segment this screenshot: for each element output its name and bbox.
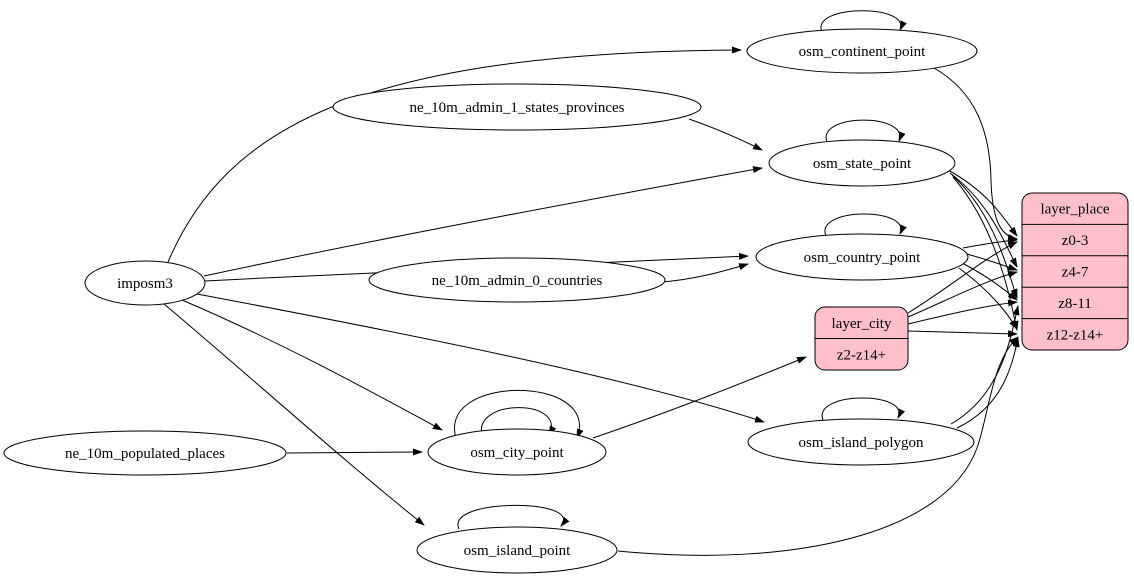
edge-layer_city-layer_place-z0-3 [907, 241, 1018, 314]
edge-osm_state_point-layer_place-z4-7 [949, 172, 1018, 268]
edge-osm_island_polygon-layer_place-z8-11 [950, 305, 1020, 425]
node-label: osm_island_point [464, 543, 572, 559]
edge-osm_city_point-osm_city_point [454, 389, 584, 442]
record-body [1021, 192, 1129, 351]
record-row-label: layer_city [832, 316, 892, 332]
node-layer: imposm3 ne_10m_admin_1_states_provincesne… [3, 28, 1129, 574]
record-row-label: z4-7 [1062, 265, 1089, 281]
node-label: ne_10m_populated_places [65, 446, 225, 462]
edge-imposm3-osm_island_point [163, 303, 425, 526]
edge-ne_10m_admin_0_countries-osm_country_point [662, 263, 749, 283]
edge-osm_state_point-layer_place-z12-z14+ [952, 176, 1019, 331]
table-ellipse [332, 83, 702, 131]
table-ellipse [84, 260, 206, 306]
edge-imposm3-osm_continent_point [167, 46, 742, 263]
node-label: ne_10m_admin_1_states_provinces [410, 100, 625, 116]
table-ellipse [416, 526, 618, 574]
node-osm_island_point: osm_island_point [416, 526, 618, 574]
edge-imposm3-osm_island_polygon [196, 293, 765, 423]
edge-layer_city-layer_place-z12-z14+ [907, 330, 1018, 338]
node-osm_city_point: osm_city_point [427, 428, 607, 476]
table-ellipse [746, 28, 978, 74]
edge-osm_island_point-osm_island_point [457, 504, 570, 530]
node-label: osm_state_point [813, 156, 912, 172]
edge-osm_state_point-layer_place-z0-3 [947, 169, 1018, 237]
record-row-label: z0-3 [1062, 233, 1089, 249]
edge-osm_island_polygon-osm_island_polygon [821, 397, 906, 421]
edge-osm_city_point-osm_city_point [480, 407, 557, 439]
edge-imposm3-osm_state_point [203, 166, 763, 277]
edge-osm_state_point-osm_state_point [825, 119, 906, 143]
edge-imposm3-osm_city_point [181, 299, 443, 431]
node-label: osm_city_point [470, 445, 564, 461]
node-label: osm_country_point [804, 250, 921, 266]
record-row-label: z12-z14+ [1047, 327, 1104, 343]
table-ellipse [368, 257, 666, 303]
edge-osm_continent_point-layer_place-z0-3 [933, 67, 1018, 241]
node-label: osm_island_polygon [798, 435, 924, 451]
node-osm_state_point: osm_state_point [768, 139, 956, 187]
node-layer_city: layer_city z2-z14+ [814, 306, 909, 371]
node-ne_10m_admin_0_countries: ne_10m_admin_0_countries [368, 257, 666, 303]
record-row-label: layer_place [1040, 202, 1109, 218]
table-ellipse [427, 428, 607, 476]
edge-osm_city_point-layer_city-z2-z14+ [592, 356, 807, 439]
node-layer_place: layer_place z0-3 z4-7 z8-11 z12-z14+ [1021, 192, 1129, 351]
node-ne_10m_populated_places: ne_10m_populated_places [3, 430, 287, 476]
edge-osm_country_point-layer_place-z8-11 [963, 263, 1018, 301]
record-row-label: z2-z14+ [837, 347, 886, 363]
edge-ne_10m_populated_places-osm_city_point [286, 448, 423, 456]
node-label: imposm3 [117, 276, 173, 292]
edge-osm_continent_point-osm_continent_point [820, 10, 907, 33]
edge-osm_state_point-layer_place-z8-11 [951, 174, 1018, 299]
node-label: osm_continent_point [799, 44, 926, 60]
edge-layer_city-layer_place-z8-11 [907, 299, 1018, 325]
edge-layer [163, 10, 1020, 556]
edge-osm_country_point-layer_place-z4-7 [966, 253, 1018, 271]
edge-osm_island_point-layer_place-z12-z14+ [617, 336, 1019, 556]
node-imposm3: imposm3 [84, 260, 206, 306]
record-row-label: z8-11 [1058, 296, 1092, 312]
edge-osm_country_point-layer_place-z0-3 [962, 237, 1018, 249]
node-osm_island_polygon: osm_island_polygon [747, 418, 975, 466]
node-label: ne_10m_admin_0_countries [432, 273, 603, 289]
table-ellipse [747, 418, 975, 466]
node-osm_continent_point: osm_continent_point [746, 28, 978, 74]
edge-osm_island_polygon-layer_place-z12-z14+ [956, 337, 1020, 429]
table-ellipse [755, 233, 969, 281]
table-ellipse [3, 430, 287, 476]
edge-osm_country_point-layer_place-z12-z14+ [958, 267, 1018, 330]
edge-layer_city-layer_place-z4-7 [907, 270, 1018, 318]
node-ne_10m_admin_1_states_provinces: ne_10m_admin_1_states_provinces [332, 83, 702, 131]
edge-osm_country_point-osm_country_point [824, 213, 907, 237]
edge-ne_10m_admin_1_states_provinces-osm_state_point [688, 118, 763, 151]
table-ellipse [768, 139, 956, 187]
node-osm_country_point: osm_country_point [755, 233, 969, 281]
